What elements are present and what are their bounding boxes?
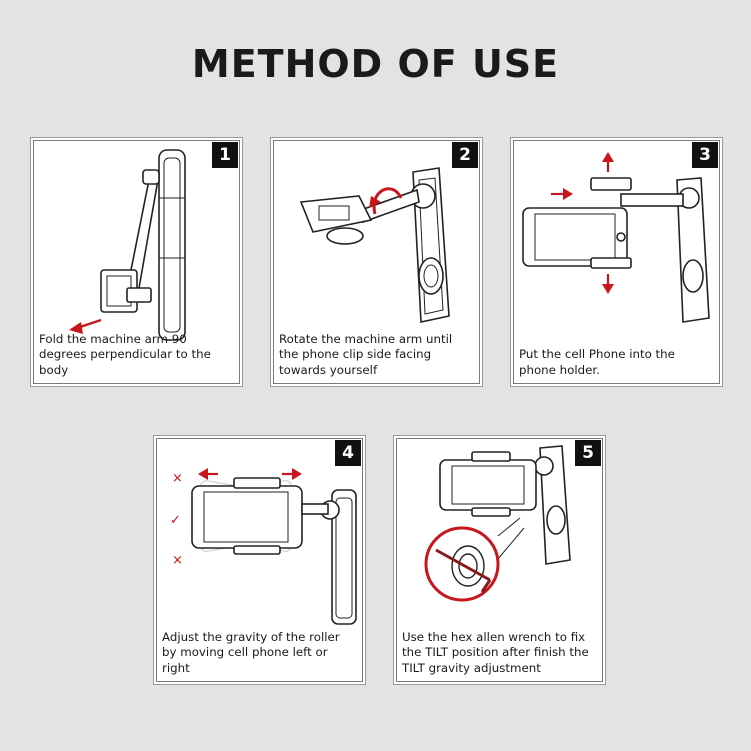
step-2-illustration [299,167,450,323]
phone-holder-top [471,451,511,462]
step-1-caption: Fold the machine arm 90 degrees perpendi… [39,331,211,377]
arrow-right-icon [282,468,302,480]
step-5-badge: 5 [575,440,601,466]
arrow-left-icon [198,468,218,480]
step-5-panel: 5 Us [393,435,606,685]
step-3-caption: Put the cell Phone into the phone holder… [519,347,675,377]
panel-frame [273,140,480,384]
step-5-caption: Use the hex allen wrench to fix the TILT… [402,629,589,675]
step-3-illustration [522,152,710,323]
roller-knob [682,259,704,293]
step-4-badge: 4 [335,440,361,466]
wrong-mark-top: × [172,471,183,486]
step-3-panel: 3 [510,137,723,387]
gimbal-body [539,445,571,565]
panel-frame [513,140,720,384]
gimbal-body [158,149,186,341]
roller-knob [546,505,566,535]
arrow-up-icon [602,152,614,172]
step-5-illustration [424,445,571,602]
panel-frame [396,438,603,682]
right-mark: ✓ [170,513,181,528]
rotate-arrow-icon [369,187,403,215]
arrow-right-icon [551,188,573,200]
phone-holder-top [233,477,281,489]
step-2-badge: 2 [452,142,478,168]
wrong-mark-bottom: × [172,553,183,568]
phone [522,207,628,267]
phone-holder-bottom [233,545,281,555]
step-2-caption: Rotate the machine arm until the phone c… [279,331,453,377]
gimbal-arm [620,193,684,207]
step-3-badge: 3 [692,142,718,168]
step-2-panel: 2 Rotate the machine arm until the phone… [270,137,483,387]
page-title: METHOD OF USE [191,42,560,86]
step-4-panel: 4 × ✓ [153,435,366,685]
phone-holder-bottom [590,257,632,269]
phone-holder-bottom [471,507,511,517]
zoom-detail [424,526,500,602]
step-4-illustration: × ✓ × [170,468,357,625]
roller-knob [418,257,444,295]
phone [191,485,303,549]
arrow-down-icon [602,274,614,294]
phone-clamp [299,195,373,233]
phone [439,459,537,511]
step-4-caption: Adjust the gravity of the roller by movi… [162,629,340,675]
panel-frame [33,140,240,384]
arrow-left-icon [69,318,102,334]
step-1-illustration [69,149,186,341]
step-1-badge: 1 [212,142,238,168]
gimbal-body [331,489,357,625]
hex-wrench-icon [435,548,492,593]
phone-holder-top [590,177,632,191]
panel-frame [156,438,363,682]
step-1-panel: 1 Fold the machine arm 90 degrees perpen… [30,137,243,387]
